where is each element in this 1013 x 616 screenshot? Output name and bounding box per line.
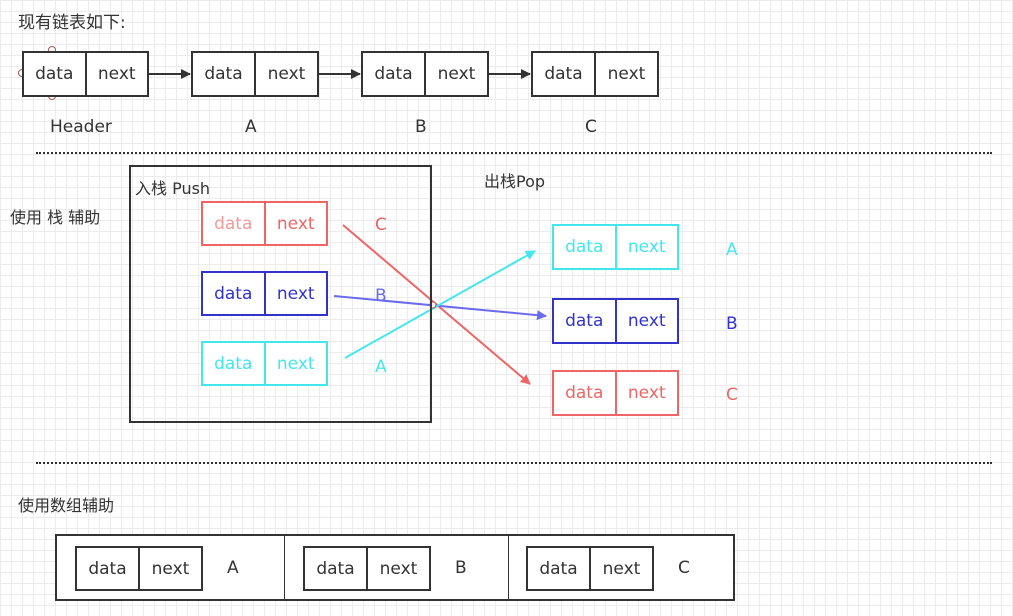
node-data-field: data [539,558,578,579]
node-label-b: B [415,117,427,137]
node-data-field: data [565,383,604,403]
node-data-field: data [374,64,413,84]
stack-node-c[interactable]: data next [201,201,328,246]
node-next-field: next [263,343,327,384]
pop-node-c[interactable]: data next [552,370,679,416]
node-data-field: data [316,558,355,579]
pop-label-b: B [726,314,738,334]
node-next-field: next [589,548,652,589]
node-data-field: data [204,64,243,84]
node-next-field: next [254,53,317,95]
node-data-field: data [565,311,604,331]
pop-node-a[interactable]: data next [552,224,679,270]
linked-node-c[interactable]: data next [531,51,659,97]
node-label-a: A [245,117,257,137]
pop-label-c: C [726,385,738,405]
stack-container[interactable] [129,165,432,423]
push-label-b: B [375,286,387,306]
node-data-field: data [544,64,583,84]
stack-node-b[interactable]: data next [201,271,328,316]
node-data-field: data [214,213,253,234]
array-node-c[interactable]: data next [526,546,654,591]
node-next-field: next [614,300,678,342]
node-next-field: next [594,53,657,95]
array-divider [508,536,509,599]
node-next-field: next [138,548,201,589]
node-next-field: next [263,203,327,244]
push-label-c: C [375,215,387,235]
push-title: 入栈 Push [135,179,211,198]
array-label-c: C [678,558,690,578]
node-data-field: data [214,353,253,374]
array-label-b: B [455,558,467,578]
pop-node-b[interactable]: data next [552,298,679,344]
pop-title: 出栈Pop [484,172,546,191]
section1-title: 现有链表如下: [18,13,126,33]
linked-node-header[interactable]: data next [22,51,149,97]
array-node-a[interactable]: data next [75,546,203,591]
node-next-field: next [614,226,678,268]
divider-2 [36,462,992,464]
node-next-field: next [84,53,148,95]
array-node-b[interactable]: data next [303,546,431,591]
arrow-pop-c [342,224,531,385]
node-data-field: data [565,237,604,257]
arrow-pop-b [333,295,547,321]
node-next-field: next [424,53,487,95]
pop-label-a: A [726,240,738,260]
array-divider [284,536,285,599]
node-label-c: C [585,117,597,137]
linked-node-a[interactable]: data next [191,51,319,97]
push-label-a: A [375,357,387,377]
node-data-field: data [88,558,127,579]
linked-node-b[interactable]: data next [361,51,489,97]
node-data-field: data [35,64,74,84]
divider-1 [36,152,992,154]
stack-node-a[interactable]: data next [201,341,328,386]
section2-title: 使用 栈 辅助 [10,208,101,227]
section3-title: 使用数组辅助 [18,496,115,515]
array-label-a: A [227,558,239,578]
node-next-field: next [263,273,327,314]
node-next-field: next [614,372,678,414]
arrow-pop-a [344,250,536,359]
node-label-header: Header [50,117,112,137]
node-next-field: next [366,548,429,589]
node-data-field: data [214,283,253,304]
